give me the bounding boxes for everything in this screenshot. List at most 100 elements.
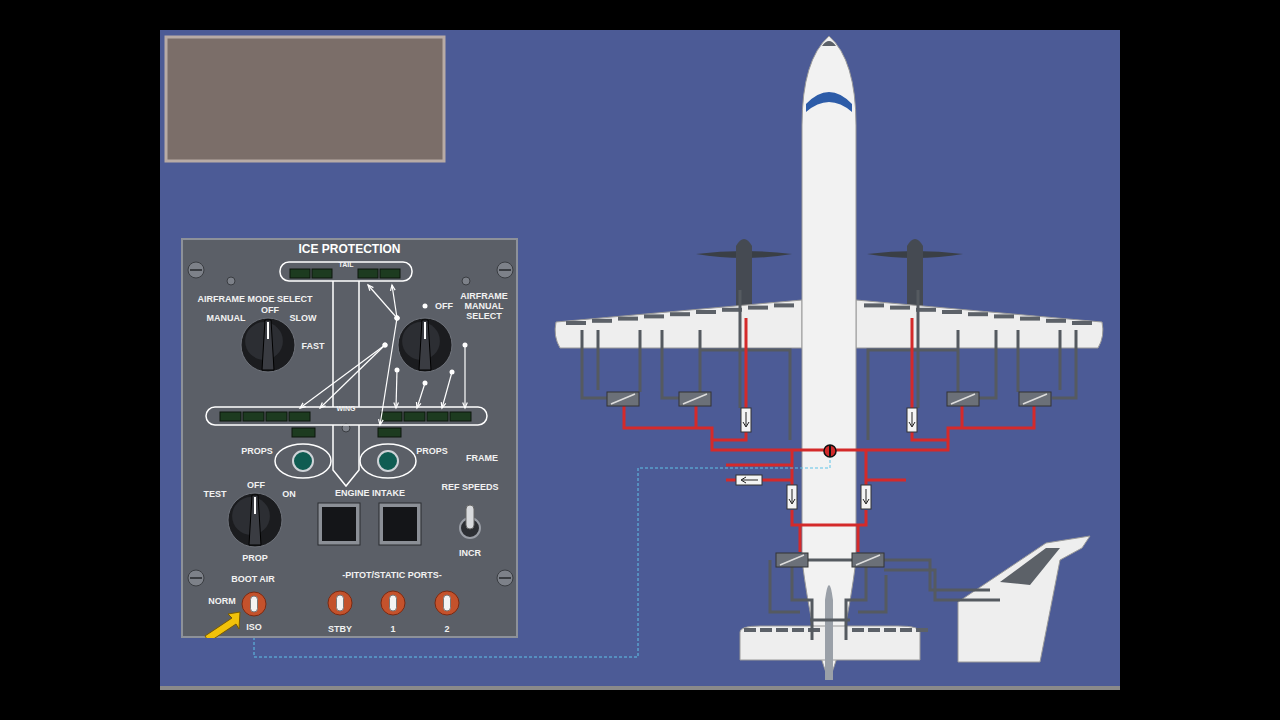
pointer-arrow — [205, 612, 240, 638]
message-box — [166, 37, 444, 161]
wing-boot — [774, 303, 794, 307]
screw-slot — [499, 269, 511, 271]
valve-mark — [856, 555, 880, 565]
tail-boot — [744, 628, 756, 632]
flow-arrow — [863, 489, 869, 504]
knob-bar — [262, 320, 274, 370]
left-wing — [555, 300, 802, 348]
flow-arrow — [741, 477, 758, 483]
bleed-duct — [866, 479, 906, 482]
indicator-light — [427, 412, 448, 421]
tail-boot — [852, 628, 864, 632]
selector-arrow — [416, 402, 420, 408]
selector-arrow — [394, 402, 399, 408]
duct — [1059, 330, 1062, 390]
wing-boot — [994, 314, 1014, 318]
selector-dot — [450, 370, 455, 375]
intake-button-face — [383, 507, 417, 541]
knob-pointer — [419, 320, 431, 370]
tail-outline — [280, 262, 412, 281]
tail-boot — [868, 628, 880, 632]
knob-pointer — [262, 320, 274, 370]
flow-arrow — [743, 412, 749, 427]
indicator-light — [220, 412, 241, 421]
indicator-light — [358, 269, 378, 278]
wing-boot — [1046, 319, 1066, 323]
fuselage — [802, 36, 856, 680]
wing-boot — [1072, 321, 1092, 325]
toggle-switch — [242, 592, 266, 616]
check-valve — [736, 475, 762, 485]
bleed-duct — [695, 406, 698, 428]
knob-index — [254, 497, 256, 514]
duct — [770, 560, 800, 612]
radome — [822, 41, 836, 46]
indicator-light — [292, 428, 315, 437]
wing-boot — [942, 310, 962, 314]
selector-line — [380, 318, 397, 425]
screw-slot — [499, 577, 511, 579]
selector-arrow — [463, 402, 468, 408]
panel-art — [188, 262, 513, 638]
bottom-bar — [160, 686, 1120, 690]
right-wing — [856, 300, 1103, 348]
indicator-light — [404, 412, 425, 421]
selector-line — [300, 345, 385, 408]
tail-boot — [884, 628, 896, 632]
bleed-duct — [726, 464, 792, 467]
bleed-duct — [792, 510, 866, 525]
wing-boot — [592, 319, 612, 323]
prop-outline — [275, 444, 331, 478]
tail-boot — [900, 628, 912, 632]
prop-outline — [360, 444, 416, 478]
toggle-lever — [251, 596, 258, 612]
indicator-light — [243, 412, 264, 421]
prop-light — [378, 451, 398, 471]
selector-arrow — [300, 403, 306, 408]
toggle-switch — [328, 591, 352, 615]
toggle-lever — [337, 595, 344, 611]
duct — [639, 330, 642, 392]
indicator-light — [266, 412, 287, 421]
valve — [852, 553, 884, 567]
toggle-lever — [390, 595, 397, 611]
selector-line — [417, 383, 425, 408]
aircraft — [555, 36, 1103, 680]
duct — [858, 575, 886, 612]
duct — [662, 330, 680, 398]
duct — [597, 330, 600, 390]
tail-boot — [776, 628, 788, 632]
selector-arrow — [320, 402, 326, 408]
selector-dot — [423, 304, 428, 309]
duct — [978, 330, 996, 398]
bleed-duct — [624, 406, 712, 440]
duct — [808, 560, 990, 590]
selector-dot — [395, 368, 400, 373]
selector-dot — [383, 343, 388, 348]
valve-mark — [611, 394, 635, 404]
rotary-knob — [241, 318, 295, 372]
duct — [1052, 330, 1076, 398]
knob-pointer — [249, 495, 261, 545]
duct — [957, 330, 960, 392]
panel-artwork — [181, 238, 518, 638]
indicator-light — [378, 428, 401, 437]
flow-arrow — [789, 489, 795, 504]
rotary-knob — [228, 493, 282, 547]
selector-line — [464, 345, 465, 408]
isolation-valve — [824, 445, 836, 457]
toggle-lever — [444, 595, 451, 611]
valve-mark — [951, 394, 975, 404]
valve — [947, 392, 979, 406]
selector-arrow — [368, 285, 373, 291]
indicator-light — [289, 412, 310, 421]
selector-line — [368, 285, 397, 318]
bleed-duct — [857, 525, 860, 552]
toggle-switch — [381, 591, 405, 615]
tail-boot — [760, 628, 772, 632]
panel-title: ICE PROTECTION — [183, 242, 516, 256]
bleed-duct — [799, 525, 802, 552]
screw — [188, 262, 204, 278]
screw — [497, 570, 513, 586]
